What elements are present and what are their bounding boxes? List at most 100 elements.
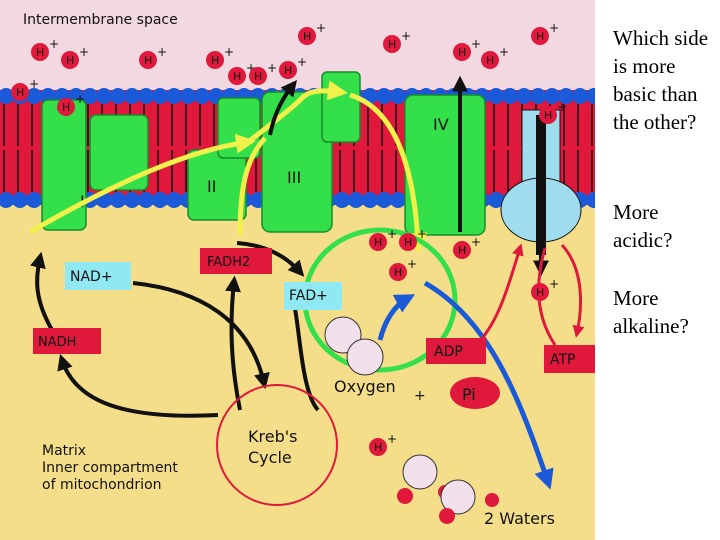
hydrogen-ion [279, 61, 297, 79]
lipid-head [334, 192, 350, 208]
hydrogen-ion-charge: + [316, 21, 326, 35]
hydrogen-ion-letter: H [374, 236, 382, 249]
hydrogen-ion [531, 283, 549, 301]
lipid-head [0, 88, 14, 104]
water-molecules [397, 454, 499, 524]
question-more-alkaline: More alkaline? [613, 286, 689, 338]
hydrogen-ion [249, 67, 267, 85]
lipid-head [558, 88, 574, 104]
hydrogen-ion [453, 43, 471, 61]
lipid-head [26, 88, 42, 104]
lipid-head [180, 88, 196, 104]
lipid-head [152, 88, 168, 104]
hydrogen-ion-letter: H [544, 109, 552, 122]
hydrogen-ion-letter: H [144, 54, 152, 67]
fad-label: FAD+ [289, 288, 328, 304]
hydrogen-ion [57, 98, 75, 116]
hydrogen-ion-charge: + [157, 45, 167, 59]
hydrogen-ion-charge: + [267, 61, 277, 75]
hydrogen-ion-letter: H [254, 70, 262, 83]
lipid-head [12, 192, 28, 208]
hydrogen-ion-charge: + [75, 92, 85, 106]
lipid-head [362, 192, 378, 208]
hydrogen-ion [206, 51, 224, 69]
hydrogen-ion-charge: + [401, 29, 411, 43]
hydrogen-ion [139, 51, 157, 69]
lipid-head [516, 88, 532, 104]
atp-production-arrows [476, 243, 585, 346]
lipid-head [544, 88, 560, 104]
lipid-head [110, 88, 126, 104]
lipid-head [390, 88, 406, 104]
lipid-head [488, 88, 504, 104]
hydrogen-ion-charge: + [471, 37, 481, 51]
hydrogen-ion-charge: + [499, 45, 509, 59]
hydrogen-ion-charge: + [417, 227, 427, 241]
hydrogen-ion-charge: + [246, 61, 256, 75]
hydrogen-ion-letter: H [404, 236, 412, 249]
hydrogen-ion-letter: H [394, 266, 402, 279]
lipid-head [502, 88, 518, 104]
hydrogen-ion [11, 83, 29, 101]
hydrogen-ion-letter: H [36, 46, 44, 59]
hydrogen-ion [369, 233, 387, 251]
hydrogen-ion-letter: H [62, 101, 70, 114]
lipid-head [82, 88, 98, 104]
adp-label: ADP [434, 344, 463, 360]
hydrogen-ion [61, 51, 79, 69]
oxygen-molecule [324, 316, 384, 376]
hydrogen-ion-letter: H [486, 54, 494, 67]
two-waters-label: 2 Waters [484, 509, 555, 528]
fadh2-box [200, 248, 272, 274]
pi-molecule [450, 377, 500, 409]
lipid-head [194, 88, 210, 104]
atp-box [544, 345, 595, 373]
hydrogen-ion [531, 27, 549, 45]
lipid-head [390, 192, 406, 208]
hydrogen-ion-charge: + [387, 227, 397, 241]
hydrogen-ion-letter: H [303, 30, 311, 43]
oxygen-to-water-arrows [377, 280, 554, 490]
hydrogen-ion-charge: + [297, 55, 307, 69]
intermembrane-space-label: Intermembrane space [23, 12, 178, 28]
hydrogen-ion [228, 67, 246, 85]
complex-iv-label: IV [433, 115, 449, 134]
of-mitochondrion-label: of mitochondrion [42, 477, 162, 493]
lipid-head [166, 192, 182, 208]
hydrogen-ion-charge: + [549, 277, 559, 291]
nad-box [65, 262, 131, 290]
nadh-box [33, 328, 101, 354]
lipid-head [138, 88, 154, 104]
intermembrane-region [0, 0, 595, 90]
complex-ii-label: II [207, 177, 216, 196]
hydrogen-ion [539, 106, 557, 124]
lipid-head [166, 88, 182, 104]
flow-arrows [30, 75, 549, 418]
fadh2-label: FADH2 [207, 255, 250, 270]
question-more-acidic: More acidic? [613, 200, 673, 252]
lipid-head [124, 88, 140, 104]
inner-compartment-label: Inner compartment [42, 460, 178, 476]
oxygen-plus-sign: + [414, 388, 426, 404]
hydrogen-ion-letter: H [536, 30, 544, 43]
hydrogen-ion-charge: + [557, 100, 567, 114]
lipid-head [124, 192, 140, 208]
hydrogen-ion-charge: + [471, 235, 481, 249]
hydrogen-ion [383, 35, 401, 53]
hydrogen-ion [31, 43, 49, 61]
lipid-head [530, 88, 546, 104]
hydrogen-ion-charge: + [29, 77, 39, 91]
lipid-head [376, 88, 392, 104]
pi-label: Pi [462, 385, 476, 404]
lipid-head [0, 192, 14, 208]
lipid-head [488, 192, 504, 208]
lipid-head [110, 192, 126, 208]
hydrogen-ion-letter: H [536, 286, 544, 299]
nadh-label: NADH [38, 335, 76, 350]
complex-i [41, 99, 149, 231]
lipid-head [348, 192, 364, 208]
electron-path [28, 80, 428, 253]
complex-iii-label: III [287, 168, 301, 187]
lipid-head [152, 192, 168, 208]
hydrogen-ion-charge: + [407, 257, 417, 271]
